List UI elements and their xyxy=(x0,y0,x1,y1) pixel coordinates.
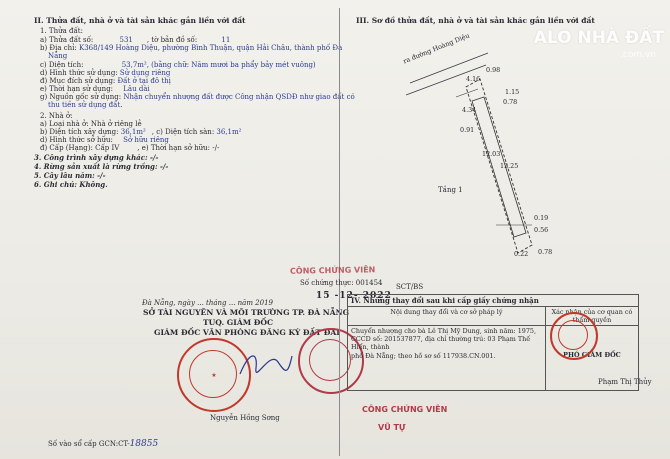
address-label: b) Địa chỉ: xyxy=(40,44,77,52)
parcel-number: 531 xyxy=(119,36,133,44)
dim-10: 0.56 xyxy=(534,226,549,234)
built-area-value: 36,1m² xyxy=(120,128,146,136)
dim-12: 0.22 xyxy=(514,250,529,258)
dim-7: 12.25 xyxy=(500,162,519,170)
dim-11: 0.78 xyxy=(538,248,553,256)
notary-cert-ref: SCT/BS xyxy=(396,283,424,291)
cert-entry-label: Số vào sổ cấp GCN:CT- xyxy=(48,440,130,448)
house-type: a) Loại nhà ở: Nhà ở riêng lẻ xyxy=(40,120,142,128)
change-line-3: phố Đà Nẵng; theo hồ sơ số 117938.CN.001… xyxy=(351,351,496,360)
watermark-brand: ALO NHÀ ĐẤT xyxy=(533,28,664,48)
deputy-director-title: PHÓ GIÁM ĐỐC xyxy=(563,351,621,359)
page-divider xyxy=(339,8,340,456)
col-change-content: Nội dung thay đổi và cơ sở pháp lý xyxy=(347,306,546,326)
right-signer-name: Phạm Thị Thủy xyxy=(598,378,652,386)
other-construction: 3. Công trình xây dựng khác: -/- xyxy=(34,153,159,162)
notary-cert-number: Số chứng thực: 001454 xyxy=(300,279,383,287)
dim-6: 0.91 xyxy=(460,126,475,134)
floor-area-value: 36,1m² xyxy=(216,128,242,136)
floor-area-label: , c) Diện tích sàn: xyxy=(151,128,215,136)
notary-stamp-bottom: CÔNG CHỨNG VIÊN xyxy=(362,405,448,414)
land-parcel-heading: 1. Thửa đất: xyxy=(40,27,83,35)
dim-9: 0.19 xyxy=(534,214,549,222)
office-title: GIÁM ĐỐC VĂN PHÒNG ĐĂNG KÝ ĐẤT ĐAI xyxy=(154,328,340,337)
watermark-domain: .com.vn xyxy=(620,50,656,60)
parcel-sketch xyxy=(405,52,533,254)
signer-name: Nguyễn Hồng Sơng xyxy=(210,414,280,422)
section-2-title: II. Thửa đất, nhà ở và tài sản khác gắn … xyxy=(34,16,246,25)
origin-value: Nhận chuyển nhượng đất được Công nhận QS… xyxy=(123,93,355,101)
notary-name: VŨ TỰ xyxy=(378,423,406,432)
map-label: , tờ bản đồ số: xyxy=(146,36,198,44)
ownership-term: , e) Thời hạn sở hữu: -/- xyxy=(137,144,220,152)
area-label: c) Diện tích: xyxy=(40,61,84,69)
house-level: đ) Cấp (Hạng): Cấp IV xyxy=(40,144,120,152)
dim-2: 0.98 xyxy=(486,66,501,74)
notes: 6. Ghi chú: Không. xyxy=(34,180,108,189)
signature-left xyxy=(239,355,293,375)
origin-label: g) Nguồn gốc sử dụng: xyxy=(40,93,122,101)
purpose-label: đ) Mục đích sử dụng: xyxy=(40,77,116,85)
perennial-trees: 5. Cây lâu năm: -/- xyxy=(34,171,106,180)
change-line-2: CCCD số: 201537877, địa chỉ thường trú: … xyxy=(351,335,531,352)
address-value-line2: Nẵng xyxy=(48,52,68,60)
issue-date: Đà Nẵng, ngày ... tháng ... năm 2019 xyxy=(142,299,273,307)
parcel-label: a) Thửa đất số: xyxy=(40,36,94,44)
use-form-label: d) Hình thức sử dụng: xyxy=(40,69,118,77)
cert-entry-number: 18855 xyxy=(129,439,159,449)
tuq-title: TUQ. GIÁM ĐỐC xyxy=(203,318,274,327)
dim-8: 12.03 xyxy=(482,150,501,158)
purpose-value: Đất ở tại đô thị xyxy=(117,77,171,85)
dim-1: 4.16 xyxy=(466,75,481,83)
official-seal-right xyxy=(550,312,598,360)
section-4-title: IV. Những thay đổi sau khi cấp giấy chứn… xyxy=(347,294,639,307)
house-heading: 2. Nhà ở: xyxy=(40,112,73,120)
term-label: e) Thời hạn sử dụng: xyxy=(40,85,114,93)
change-row: Chuyển nhượng cho bà Lê Thị Mỹ Dung, sin… xyxy=(347,325,546,391)
department-name: SỞ TÀI NGUYÊN VÀ MÔI TRƯỜNG TP. ĐÀ NẴNG xyxy=(143,308,350,317)
ownership-value: Sở hữu riêng xyxy=(123,136,169,144)
ownership-label: d) Hình thức sở hữu: xyxy=(40,136,113,144)
term-value: Lâu dài xyxy=(123,85,150,93)
map-number: 11 xyxy=(221,36,231,44)
floor-1-label: Tầng 1 xyxy=(438,186,463,194)
address-value: K368/149 Hoàng Diệu, phường Bình Thuận, … xyxy=(78,44,343,52)
built-area-label: b) Diện tích xây dựng: xyxy=(40,128,119,136)
production-forest: 4. Rừng sản xuất là rừng trồng: -/- xyxy=(34,162,169,171)
notary-stamp-top: CÔNG CHỨNG VIÊN xyxy=(289,265,376,276)
area-value: 53,7m², (bằng chữ: Năm mươi ba phẩy bảy … xyxy=(121,61,316,69)
dim-5: 4.34 xyxy=(462,106,477,114)
dim-4: 0.78 xyxy=(503,98,518,106)
official-seal-left: ★ xyxy=(177,338,251,412)
use-form-value: Sử dụng riêng xyxy=(119,69,171,77)
origin-value-line2: thu tiền sử dụng đất. xyxy=(48,101,123,109)
section-3-title: III. Sơ đồ thửa đất, nhà ở và tài sản kh… xyxy=(356,16,595,25)
change-line-1: Chuyển nhượng cho bà Lê Thị Mỹ Dung, sin… xyxy=(351,327,537,335)
dim-3: 1.15 xyxy=(505,88,520,96)
